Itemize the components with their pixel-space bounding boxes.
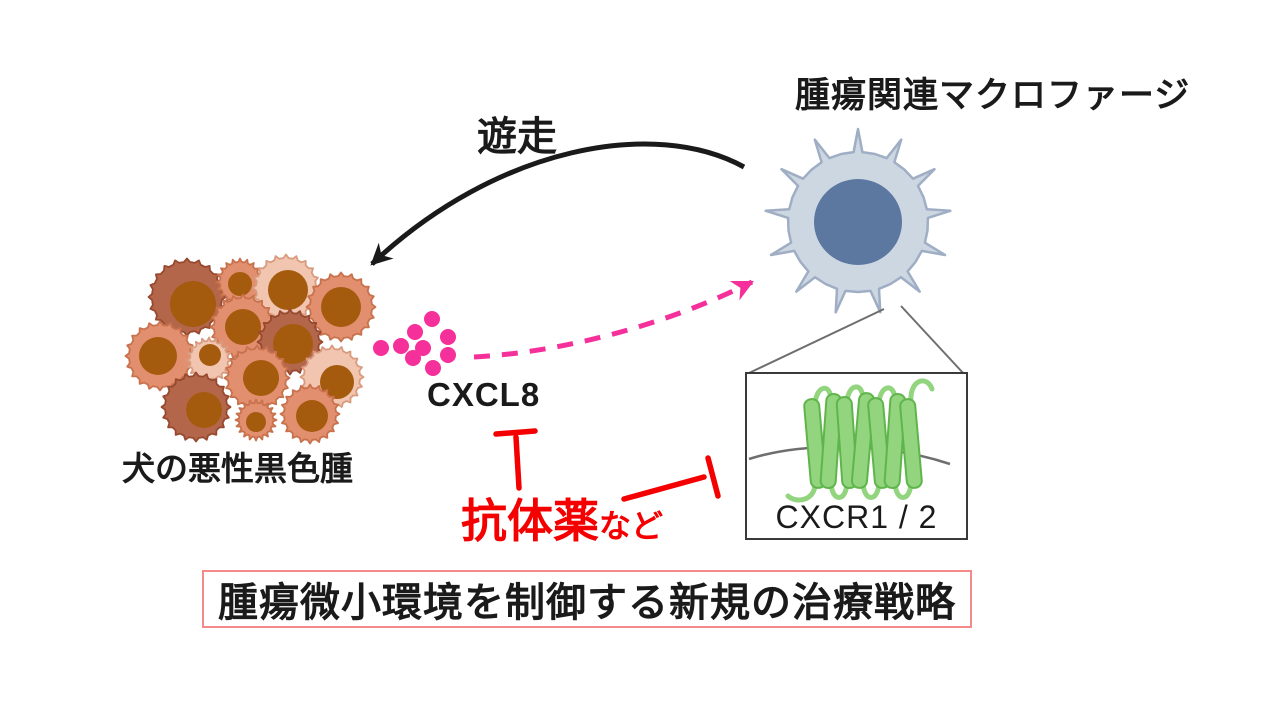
receptor-helix bbox=[899, 398, 923, 489]
cxcl8-dot bbox=[393, 338, 409, 354]
macrophage-label: 腫瘍関連マクロファージ bbox=[795, 76, 1191, 115]
tumor-cell-nucleus bbox=[273, 324, 313, 364]
migration-arrow bbox=[370, 141, 746, 266]
inhibit-cxcr-tbar bbox=[621, 455, 721, 502]
cxcl8-dot bbox=[407, 324, 423, 340]
tumor-cell-nucleus bbox=[139, 337, 177, 375]
zoom-line-right bbox=[900, 305, 965, 375]
cxcl8-dot bbox=[373, 340, 389, 356]
tumor-cell-nucleus bbox=[225, 309, 261, 345]
strategy-caption-text: 腫瘍微小環境を制御する新規の治療戦略 bbox=[218, 581, 956, 625]
cxcl8-signal-arrow bbox=[473, 279, 754, 360]
tumor-cell-nucleus bbox=[321, 287, 361, 327]
strategy-caption-box: 腫瘍微小環境を制御する新規の治療戦略 bbox=[202, 570, 972, 628]
tumor-cell-nucleus bbox=[246, 412, 266, 432]
tumor-cell-nucleus bbox=[296, 400, 328, 432]
cxcl8-dot bbox=[405, 350, 421, 366]
cxcl8-dot bbox=[425, 360, 441, 376]
helix-tail-top bbox=[908, 378, 935, 406]
receptor-label: CXCR1 / 2 bbox=[775, 499, 938, 535]
tumor-cell-nucleus bbox=[268, 270, 308, 310]
zoom-line-left bbox=[748, 308, 885, 374]
inhibit-cxcl8-tbar bbox=[493, 428, 538, 491]
antibody-drug-label: 抗体薬など bbox=[461, 497, 663, 545]
cxcl8-molecules bbox=[373, 311, 456, 376]
cxcl8-dot bbox=[440, 329, 456, 345]
macrophage-nucleus bbox=[814, 179, 902, 265]
cxcl8-dot bbox=[424, 311, 440, 327]
melanoma-label: 犬の悪性黒色腫 bbox=[122, 450, 353, 487]
tumor-cell-nucleus bbox=[243, 360, 279, 396]
tumor-cell-nucleus bbox=[228, 272, 252, 296]
tumor-cell-nucleus bbox=[186, 392, 222, 428]
antibody-drug-label-main: 抗体薬 bbox=[461, 495, 599, 547]
antibody-drug-label-suffix: など bbox=[599, 508, 664, 544]
tumor-cell-nucleus bbox=[320, 365, 354, 399]
cxcl8-dot bbox=[440, 347, 456, 363]
tumor-cell-nucleus bbox=[199, 344, 221, 366]
migration-label: 遊走 bbox=[477, 115, 557, 159]
tumor-cell-nucleus bbox=[170, 281, 216, 327]
cxcl8-label: CXCL8 bbox=[427, 376, 541, 413]
melanoma-cell-cluster bbox=[124, 253, 377, 445]
cxcl8-dot bbox=[415, 340, 431, 356]
macrophage-cell bbox=[764, 127, 952, 314]
cxcr-receptor-helices bbox=[785, 378, 935, 503]
